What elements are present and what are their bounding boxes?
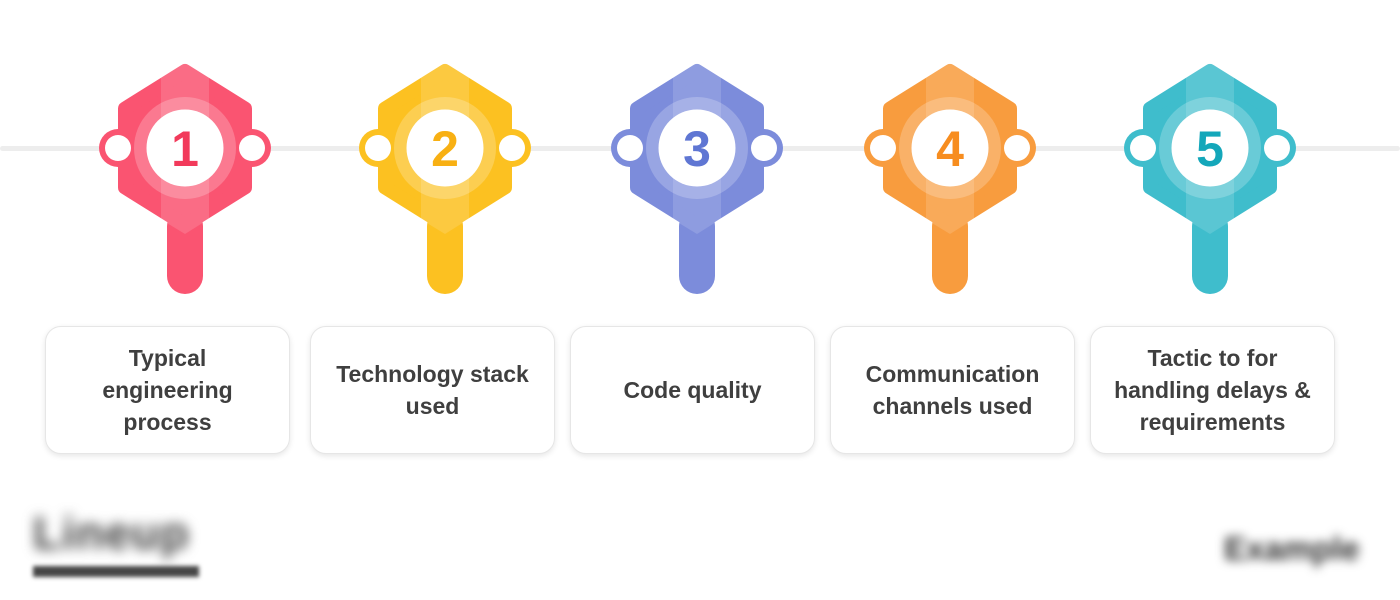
step-card-4: Communication channels used (830, 326, 1075, 454)
step-card-3: Code quality (570, 326, 815, 454)
watermark-underline (33, 566, 199, 577)
marker-badge-icon: 1 (99, 62, 271, 294)
marker-badge-icon: 2 (359, 62, 531, 294)
step-card-label: Communication channels used (865, 361, 1040, 419)
marker-badge-icon: 5 (1124, 62, 1296, 294)
step-card-1: Typical engineering process (45, 326, 290, 454)
timeline-marker-3: 3 (607, 58, 787, 298)
timeline-marker-2: 2 (355, 58, 535, 298)
blurred-watermark-right: Example (1224, 530, 1360, 567)
step-number: 3 (683, 121, 711, 177)
step-card-label: Tactic to for handling delays & requirem… (1114, 345, 1311, 435)
timeline-marker-5: 5 (1120, 58, 1300, 298)
step-card-label: Code quality (623, 377, 762, 403)
marker-badge-icon: 3 (611, 62, 783, 294)
timeline-marker-1: 1 (95, 58, 275, 298)
step-number: 4 (936, 121, 964, 177)
step-number: 5 (1196, 121, 1224, 177)
step-card-label: Typical engineering process (102, 345, 233, 435)
step-card-label: Technology stack used (336, 361, 529, 419)
marker-badge-icon: 4 (864, 62, 1036, 294)
step-card-5: Tactic to for handling delays & requirem… (1090, 326, 1335, 454)
step-number: 2 (431, 121, 459, 177)
step-card-2: Technology stack used (310, 326, 555, 454)
blurred-watermark-left: Lineup (33, 507, 190, 559)
step-number: 1 (171, 121, 199, 177)
timeline-marker-4: 4 (860, 58, 1040, 298)
